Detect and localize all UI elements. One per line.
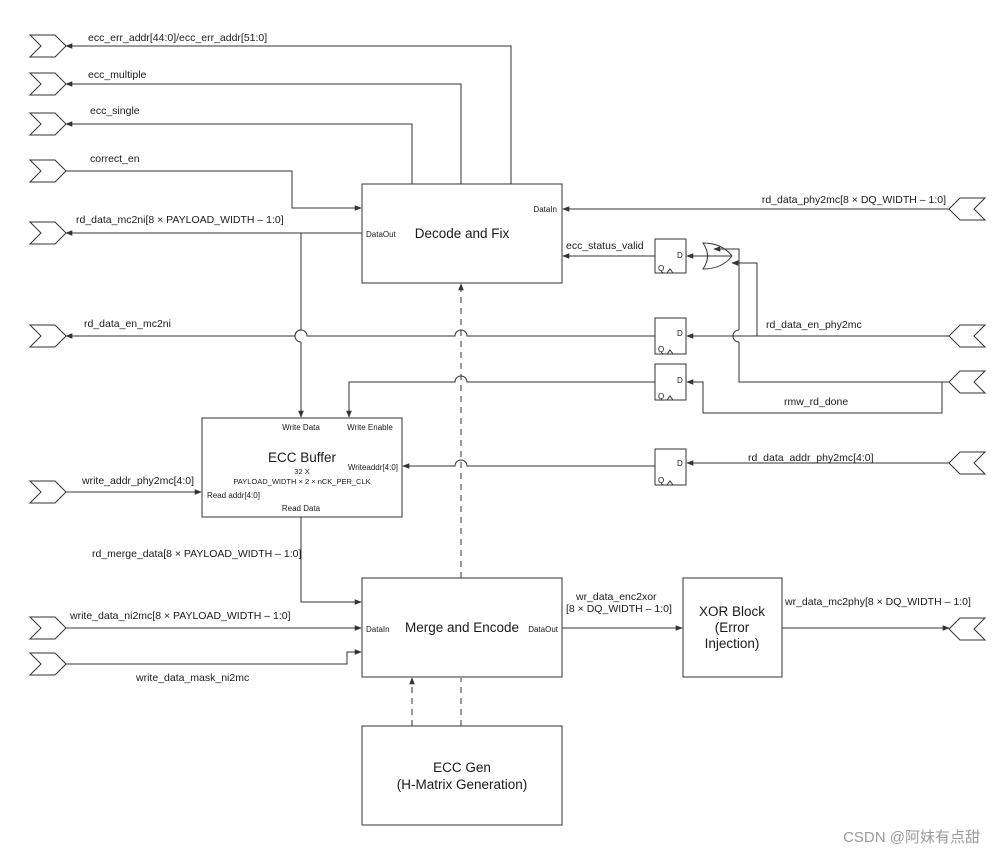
port-ecc-multiple (28, 72, 67, 96)
svg-text:D: D (677, 459, 683, 468)
ecc-buffer-width: PAYLOAD_WIDTH × 2 × nCK_PER_CLK (233, 477, 370, 486)
ecc-buffer-read-addr: Read addr[4:0] (207, 491, 260, 500)
wire-writeaddr (402, 459, 655, 469)
label-correct-en: correct_en (90, 153, 140, 165)
ecc-gen-line1: ECC Gen (433, 760, 491, 775)
ecc-gen-block (361, 725, 563, 826)
port-rd-data-en-mc2ni (28, 324, 67, 348)
port-rd-data-phy2mc (948, 197, 987, 221)
decode-fix-block (361, 183, 563, 284)
port-wr-data-mc2phy (948, 617, 987, 641)
label-ecc-multiple: ecc_multiple (88, 69, 147, 81)
label-wr-data-enc2xor-1: wr_data_enc2xor (575, 591, 657, 603)
merge-encode-title: Merge and Encode (405, 620, 519, 635)
wire-ecc-single (65, 121, 413, 184)
wire-rd-data-en-to-or (731, 260, 758, 336)
flipflop-rd-data-en: D Q (654, 317, 687, 355)
label-ecc-err-addr: ecc_err_addr[44:0]/ecc_err_addr[51:0] (88, 32, 267, 44)
xor-block-line1: XOR Block (699, 604, 765, 619)
svg-text:Q: Q (658, 345, 664, 354)
flipflop-ecc-status: D Q (654, 238, 687, 274)
merge-encode-block (361, 577, 563, 678)
port-rmw-rd-done (948, 370, 987, 394)
decode-fix-title: Decode and Fix (415, 226, 510, 241)
svg-text:Q: Q (658, 476, 664, 485)
svg-text:D: D (677, 376, 683, 385)
port-write-data-mask-ni2mc (28, 652, 67, 676)
svg-text:D: D (677, 251, 683, 260)
ecc-buffer-size: 32 X (294, 467, 309, 476)
svg-text:Q: Q (658, 392, 664, 401)
label-wr-data-enc2xor-2: [8 × DQ_WIDTH – 1:0] (566, 603, 672, 615)
label-rmw-rd-done: rmw_rd_done (784, 396, 848, 408)
merge-encode-datain: DataIn (366, 625, 390, 634)
label-write-addr-phy2mc: write_addr_phy2mc[4:0] (81, 475, 194, 487)
flipflop-rd-data-addr: D Q (654, 448, 687, 486)
label-rd-data-phy2mc: rd_data_phy2mc[8 × DQ_WIDTH – 1:0] (762, 194, 946, 206)
port-write-data-ni2mc (28, 616, 67, 640)
xor-block-line3: Injection) (705, 636, 760, 651)
wire-write-enable (346, 375, 655, 418)
wire-ecc-multiple (65, 81, 462, 184)
ecc-buffer-block (201, 417, 403, 518)
svg-text:Q: Q (658, 264, 664, 273)
wire-write-data-mask-ni2mc (66, 649, 362, 665)
flipflop-rmw-rd-done: D Q (654, 363, 687, 401)
label-write-data-mask-ni2mc: write_data_mask_ni2mc (135, 672, 249, 684)
svg-text:D: D (677, 329, 683, 338)
label-rd-data-en-phy2mc: rd_data_en_phy2mc (766, 319, 862, 331)
port-ecc-err-addr (28, 34, 67, 58)
label-ecc-status-valid: ecc_status_valid (566, 240, 644, 252)
label-rd-data-en-mc2ni: rd_data_en_mc2ni (84, 318, 171, 330)
port-rd-data-mc2ni (28, 221, 67, 245)
hop-rmw-to-or (732, 329, 740, 343)
label-rd-data-addr-phy2mc: rd_data_addr_phy2mc[4:0] (748, 452, 874, 464)
port-ecc-single (28, 112, 67, 136)
watermark: CSDN @阿妹有点甜 (843, 829, 980, 846)
ecc-buffer-read-data: Read Data (282, 504, 321, 513)
label-wr-data-mc2phy: wr_data_mc2phy[8 × DQ_WIDTH – 1:0] (784, 596, 971, 608)
port-correct-en (28, 159, 67, 183)
ecc-buffer-write-addr: Writeaddr[4:0] (348, 463, 398, 472)
hop-write-data (294, 329, 302, 343)
ecc-buffer-write-data: Write Data (282, 423, 320, 432)
merge-encode-dataout: DataOut (528, 625, 559, 634)
wire-rd-merge-data (300, 517, 362, 605)
decode-fix-dataout: DataOut (366, 230, 397, 239)
xor-block-line2: (Error (715, 620, 750, 635)
xor-block (682, 577, 783, 678)
ecc-buffer-title: ECC Buffer (268, 450, 337, 465)
ecc-gen-line2: (H-Matrix Generation) (397, 777, 528, 792)
wire-rmw-rd-done (686, 379, 943, 414)
label-ecc-single: ecc_single (90, 105, 140, 117)
wire-rmw-to-or (714, 249, 949, 383)
label-write-data-ni2mc: write_data_ni2mc[8 × PAYLOAD_WIDTH – 1:0… (69, 610, 291, 622)
label-rd-merge-data: rd_merge_data[8 × PAYLOAD_WIDTH – 1:0] (92, 548, 301, 560)
ecc-buffer-write-enable: Write Enable (347, 423, 393, 432)
port-write-addr-phy2mc (28, 480, 67, 504)
label-rd-data-mc2ni: rd_data_mc2ni[8 × PAYLOAD_WIDTH – 1:0] (76, 214, 284, 226)
port-rd-data-en-phy2mc (948, 324, 987, 348)
wire-correct-en (66, 170, 362, 211)
wire-rd-data-en-mc2ni (65, 329, 655, 339)
port-rd-data-addr-phy2mc (948, 451, 987, 475)
wire-ecc-err-addr (65, 43, 512, 184)
decode-fix-datain: DataIn (533, 205, 557, 214)
